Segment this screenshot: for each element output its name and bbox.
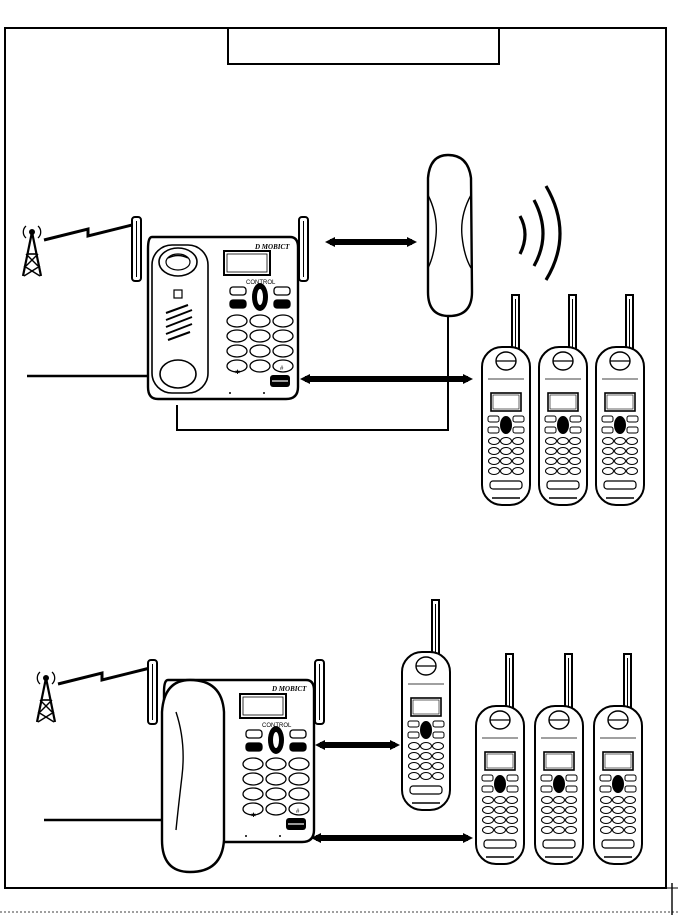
base-station: D MOBICT CONTROL ✱ # bbox=[132, 217, 308, 399]
control-label: CONTROL bbox=[246, 280, 276, 286]
wireless-handset-3 bbox=[596, 295, 644, 505]
scene-2: D MOBICT CONTROL ✱ # bbox=[37, 600, 642, 872]
star-key-label: ✱ bbox=[251, 812, 256, 819]
corded-handset-on-cradle bbox=[162, 680, 224, 872]
wireless-handset-2 bbox=[535, 654, 583, 864]
corded-handset bbox=[428, 155, 472, 316]
cell-tower-icon bbox=[37, 672, 55, 722]
cell-tower-icon bbox=[23, 226, 41, 276]
wireless-handset-3 bbox=[594, 654, 642, 864]
title-box bbox=[228, 28, 499, 64]
signal-bolt-icon bbox=[44, 224, 136, 240]
scene-1: D MOBICT CONTROL ✱ # bbox=[23, 155, 644, 505]
base-station: D MOBICT CONTROL ✱ # bbox=[148, 660, 324, 872]
base-brand-label: D MOBICT bbox=[254, 243, 290, 251]
wireless-handset-1 bbox=[476, 654, 524, 864]
radio-wave-icon bbox=[520, 186, 560, 280]
signal-bolt-icon bbox=[58, 668, 150, 684]
control-label: CONTROL bbox=[262, 723, 292, 729]
wireless-handset-2 bbox=[539, 295, 587, 505]
wireless-handset-1 bbox=[482, 295, 530, 505]
base-brand-label: D MOBICT bbox=[271, 685, 307, 693]
wireless-handset-4 bbox=[402, 600, 450, 810]
star-key-label: ✱ bbox=[235, 369, 240, 376]
